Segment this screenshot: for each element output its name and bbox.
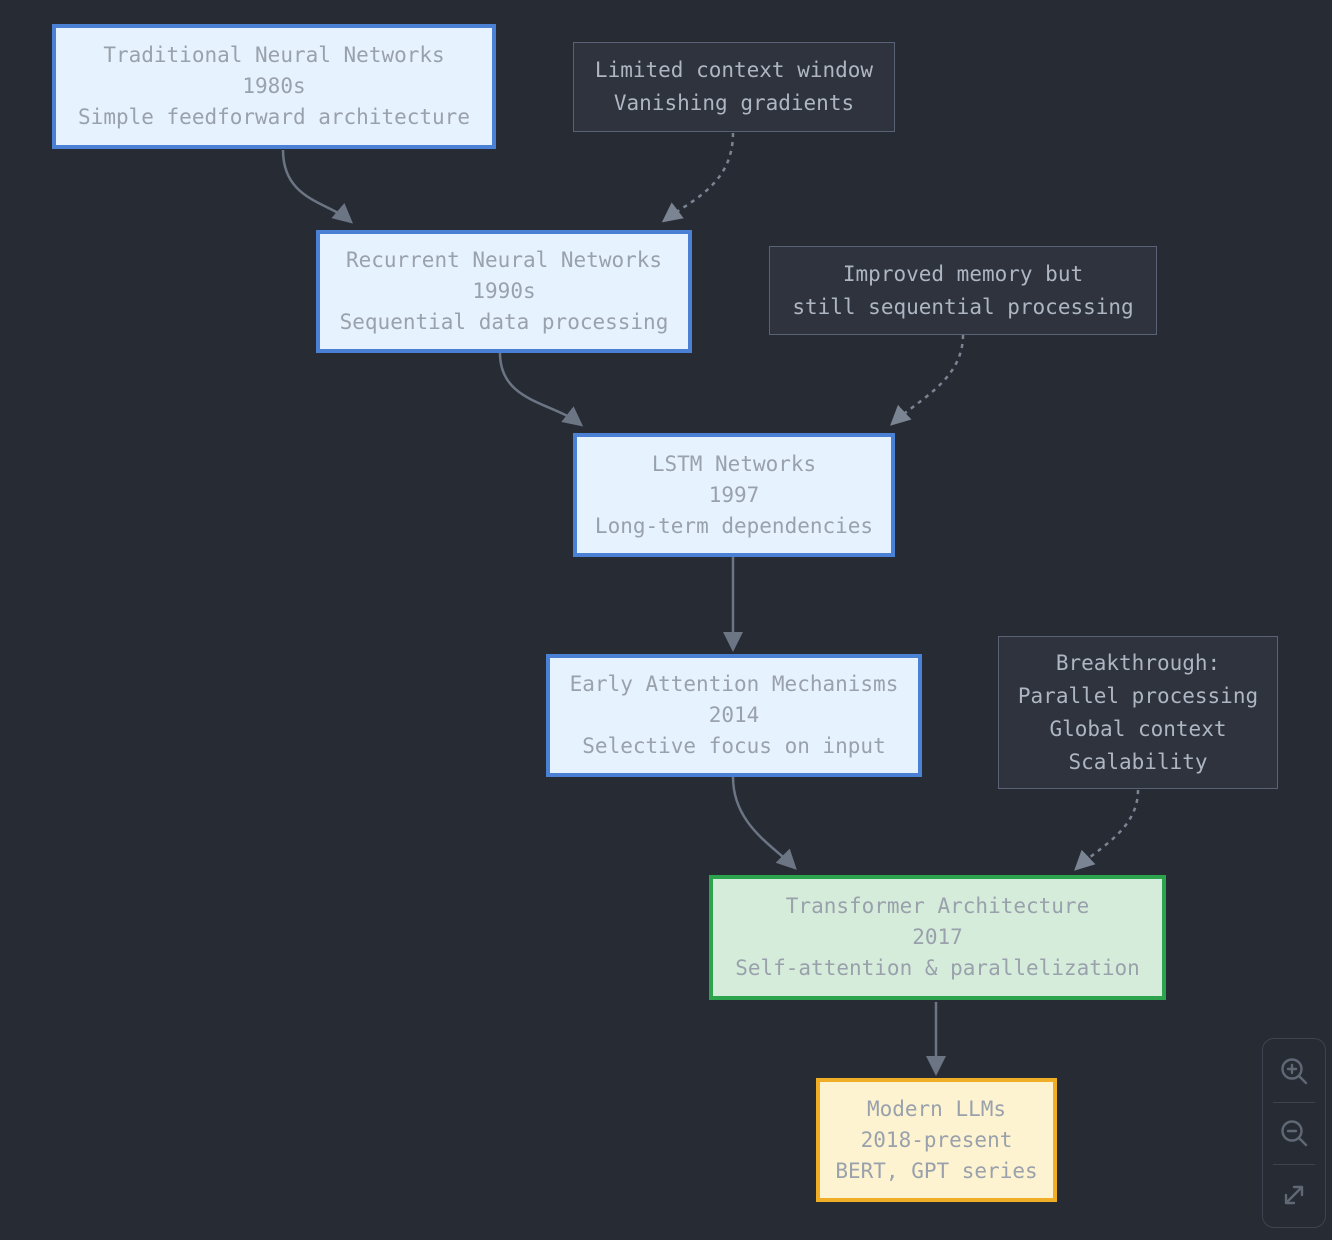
- node-year: 1997: [708, 482, 760, 507]
- annotation-breakthrough: Breakthrough: Parallel processing Global…: [998, 636, 1278, 789]
- node-title: Traditional Neural Networks: [103, 43, 445, 67]
- node-description: Selective focus on input: [582, 734, 886, 758]
- annotation-line: Scalability: [1068, 749, 1208, 774]
- node-year: 2018-present: [860, 1127, 1013, 1152]
- edge-traditional-to-rnn: [281, 149, 354, 224]
- node-description: Long-term dependencies: [594, 513, 874, 538]
- zoom-in-icon: [1281, 1058, 1308, 1085]
- annotation-line: Global context: [1049, 716, 1227, 741]
- edge-improved-memory-to-lstm: [890, 334, 965, 426]
- node-title: LSTM Networks: [651, 451, 817, 476]
- controls-divider: [1273, 1101, 1315, 1103]
- annotation-line: Limited context window: [594, 58, 874, 82]
- edge-breakthrough-to-transformer: [1074, 789, 1140, 871]
- annotation-line: still sequential processing: [792, 294, 1134, 319]
- expand-button[interactable]: [1263, 1167, 1325, 1223]
- annotation-line: Breakthrough:: [1055, 650, 1221, 675]
- zoom-out-button[interactable]: [1263, 1105, 1325, 1161]
- node-description: Simple feedforward architecture: [78, 105, 470, 129]
- node-title: Recurrent Neural Networks: [345, 248, 663, 272]
- node-modern-llms: Modern LLMs 2018-present BERT, GPT serie…: [816, 1078, 1057, 1202]
- node-title: Modern LLMs: [866, 1096, 1007, 1121]
- node-title: Transformer Architecture: [785, 894, 1090, 918]
- node-year: 2014: [708, 703, 760, 727]
- zoom-controls-panel: [1262, 1038, 1326, 1228]
- node-transformer-architecture: Transformer Architecture 2017 Self-atten…: [709, 875, 1166, 1000]
- node-title: Early Attention Mechanisms: [569, 672, 899, 696]
- zoom-out-icon: [1281, 1120, 1308, 1147]
- edge-limited-context-to-rnn: [661, 132, 735, 223]
- node-description: Sequential data processing: [339, 310, 669, 334]
- node-early-attention-mechanisms: Early Attention Mechanisms 2014 Selectiv…: [546, 654, 922, 777]
- node-traditional-neural-networks: Traditional Neural Networks 1980s Simple…: [52, 24, 496, 149]
- zoom-in-button[interactable]: [1263, 1043, 1325, 1099]
- node-year: 1980s: [242, 74, 306, 98]
- node-year: 1990s: [472, 279, 536, 303]
- node-recurrent-neural-networks: Recurrent Neural Networks 1990s Sequenti…: [316, 230, 692, 353]
- annotation-limited-context: Limited context window Vanishing gradien…: [573, 42, 895, 132]
- controls-divider: [1273, 1163, 1315, 1165]
- annotation-line: Parallel processing: [1017, 683, 1259, 708]
- edge-attention-to-transformer: [731, 776, 797, 870]
- node-lstm-networks: LSTM Networks 1997 Long-term dependencie…: [573, 433, 895, 557]
- edge-rnn-to-lstm: [498, 352, 584, 427]
- expand-icon: [1284, 1185, 1304, 1205]
- annotation-line: Improved memory but: [842, 261, 1084, 286]
- annotation-line: Vanishing gradients: [613, 91, 855, 115]
- annotation-improved-memory: Improved memory but still sequential pro…: [769, 246, 1157, 335]
- node-year: 2017: [912, 925, 963, 949]
- node-description: BERT, GPT series: [835, 1158, 1038, 1183]
- node-description: Self-attention & parallelization: [735, 956, 1140, 980]
